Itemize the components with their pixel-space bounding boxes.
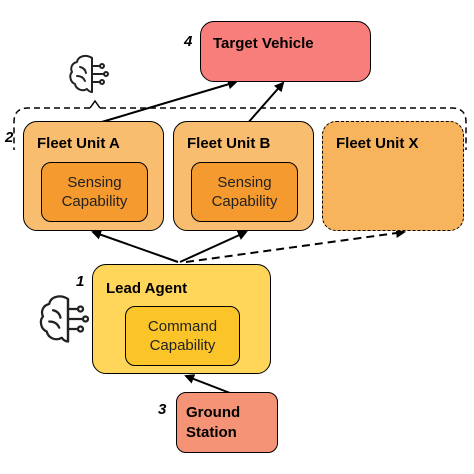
fleet-unit-a-sensing-box: Sensing Capability xyxy=(41,162,148,222)
ground-station-line2: Station xyxy=(186,424,237,441)
lead-agent-title: Lead Agent xyxy=(106,280,188,297)
arrow-unit-b-to-target xyxy=(246,81,285,125)
lead-agent-node: Lead Agent Command Capability xyxy=(92,264,271,374)
sensing-label-line1: Sensing xyxy=(217,174,272,191)
fleet-group-number: 2 xyxy=(5,129,14,146)
fleet-unit-b-node: Fleet Unit B Sensing Capability xyxy=(173,121,314,231)
ground-number: 3 xyxy=(158,401,167,418)
command-capability-box: Command Capability xyxy=(125,306,240,366)
arrow-lead-to-unit-x xyxy=(185,228,406,263)
target-vehicle-title: Target Vehicle xyxy=(213,35,314,52)
target-number: 4 xyxy=(184,33,193,50)
sensing-label-line2: Capability xyxy=(61,193,128,210)
fleet-unit-b-title: Fleet Unit B xyxy=(187,135,271,152)
arrow-unit-a-to-target xyxy=(94,79,238,125)
command-label-line2: Capability xyxy=(149,337,216,354)
sensing-label-line2: Capability xyxy=(211,193,278,210)
sensing-label-line1: Sensing xyxy=(67,174,122,191)
ground-station-node: Ground Station xyxy=(176,392,278,453)
fleet-unit-a-title: Fleet Unit A xyxy=(37,135,120,152)
fleet-unit-x-title: Fleet Unit X xyxy=(336,135,419,152)
fleet-unit-b-sensing-box: Sensing Capability xyxy=(191,162,298,222)
arrow-lead-to-unit-a xyxy=(91,229,179,263)
ground-station-line1: Ground xyxy=(186,404,241,421)
fleet-group-caret xyxy=(89,99,101,109)
brain-circuit-icon xyxy=(69,54,109,93)
fleet-group-outline xyxy=(13,107,467,150)
target-vehicle-node: Target Vehicle xyxy=(200,21,371,82)
brain-circuit-icon xyxy=(39,295,90,343)
lead-number: 1 xyxy=(76,273,85,290)
fleet-unit-a-node: Fleet Unit A Sensing Capability xyxy=(23,121,164,231)
command-label-line1: Command xyxy=(147,318,218,335)
arrow-lead-to-unit-b xyxy=(179,230,248,263)
fleet-unit-x-node: Fleet Unit X xyxy=(322,121,464,231)
arrow-ground-to-lead xyxy=(184,374,231,394)
